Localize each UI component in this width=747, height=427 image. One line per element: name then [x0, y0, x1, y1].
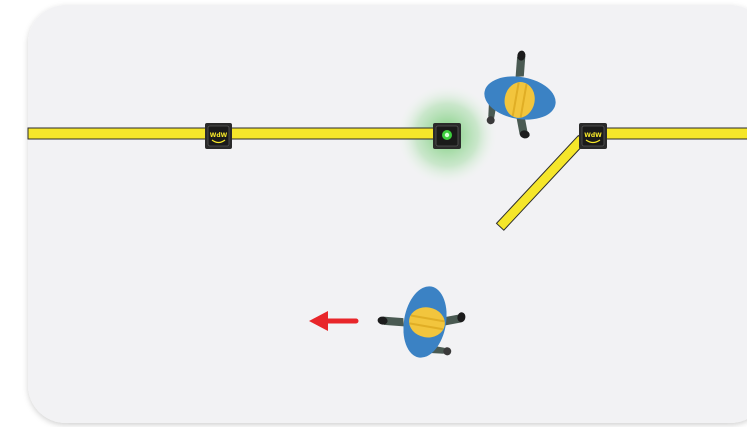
post-right: WdW — [579, 123, 607, 149]
post-left: WdW — [205, 123, 232, 149]
scene-background — [28, 5, 747, 423]
post-right-label: WdW — [584, 132, 602, 139]
barrier-left — [27, 127, 439, 140]
post-left-label: WdW — [210, 132, 228, 139]
worker-top — [484, 50, 556, 139]
worker-bottom — [377, 286, 466, 358]
barrier-right — [597, 127, 747, 140]
post-middle — [433, 123, 461, 149]
direction-arrow-icon — [309, 311, 359, 331]
